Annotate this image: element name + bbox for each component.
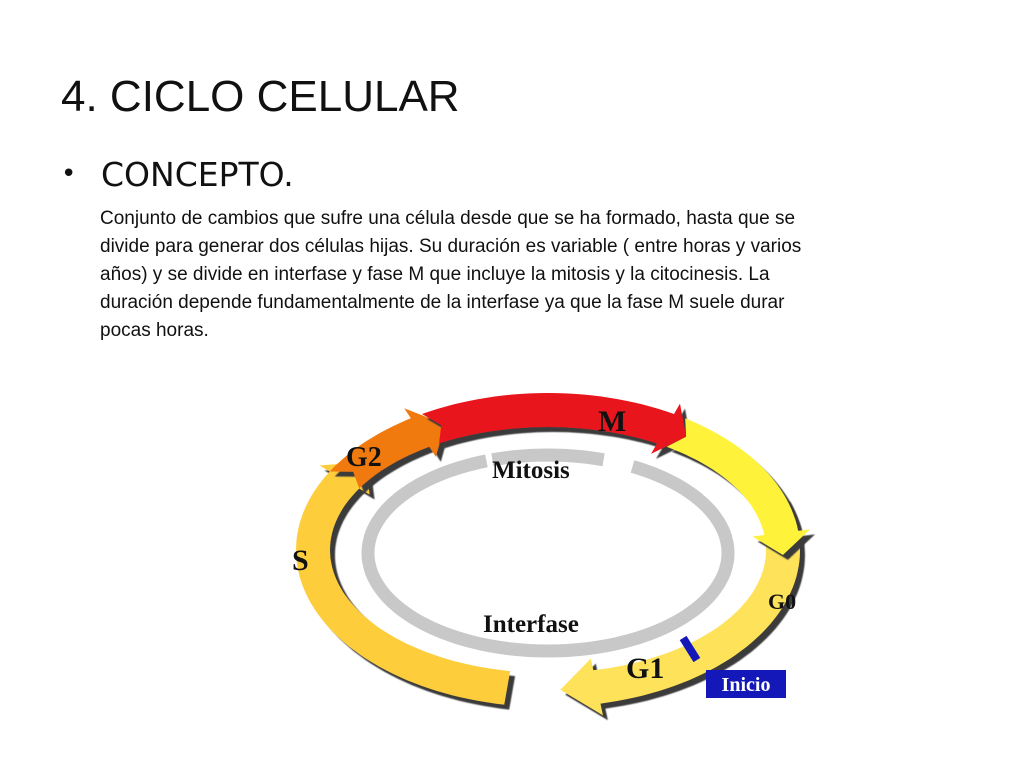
g0-arrow bbox=[666, 418, 810, 555]
concept-line: duración depende fundamentalmente de la … bbox=[100, 292, 785, 313]
concept-line: años) y se divide en interfase y fase M … bbox=[100, 264, 770, 285]
bullet-heading: CONCEPTO. bbox=[101, 154, 294, 194]
inicio-box bbox=[706, 670, 786, 698]
inner-ring-lower bbox=[361, 454, 735, 658]
label-m: M bbox=[598, 405, 626, 438]
s-arrow bbox=[296, 461, 511, 705]
bullet-concepto: • CONCEPTO. bbox=[61, 150, 294, 198]
label-g2: G2 bbox=[346, 442, 382, 473]
label-g1: G1 bbox=[626, 652, 664, 685]
label-s: S bbox=[292, 544, 309, 577]
concept-line: divide para generar dos células hijas. S… bbox=[100, 236, 802, 257]
phase-arrows bbox=[296, 393, 810, 716]
slide-title: 4. CICLO CELULAR bbox=[61, 72, 460, 121]
label-mitosis: Mitosis bbox=[492, 457, 570, 484]
inicio-label: Inicio bbox=[722, 674, 771, 696]
concept-line: Conjunto de cambios que sufre una célula… bbox=[100, 208, 796, 229]
g2-arrow bbox=[329, 408, 445, 489]
label-g0: G0 bbox=[768, 589, 796, 614]
bullet-dot: • bbox=[61, 159, 77, 189]
label-interfase: Interfase bbox=[483, 611, 579, 638]
checkpoint-marker bbox=[679, 635, 701, 663]
m-arrow bbox=[422, 393, 687, 454]
concept-line: pocas horas. bbox=[100, 320, 209, 341]
inner-ring-top bbox=[491, 448, 605, 467]
inner-ring bbox=[361, 448, 735, 658]
concept-paragraph: Conjunto de cambios que sufre una célula… bbox=[100, 205, 960, 345]
